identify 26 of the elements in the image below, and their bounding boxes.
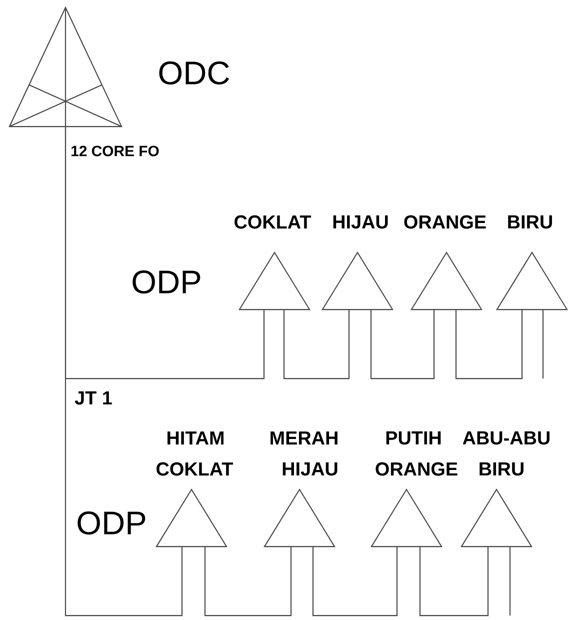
row-label: ODP (78, 511, 146, 535)
connector-line (204, 546, 292, 616)
connector-line (455, 310, 523, 380)
connector-line (283, 310, 350, 380)
node-label: ODC (159, 61, 230, 85)
node-label: BIRU (508, 215, 552, 229)
joint-label: JT 1 (74, 391, 112, 405)
node-label: HIJAU (333, 215, 388, 229)
node-label: ORANGE (376, 462, 458, 476)
row-label: ODP (132, 270, 200, 294)
node-label: COKLAT (156, 462, 234, 476)
node-label: HIJAU (282, 462, 338, 476)
node-label: ORANGE (404, 215, 486, 229)
node-label: MERAH (270, 432, 338, 445)
node-label: HITAM (168, 432, 224, 445)
cable-label: 12 CORE FO (72, 146, 159, 156)
node-label: BIRU (480, 462, 524, 476)
node-label: COKLAT (234, 215, 312, 229)
connector-line (64, 126, 183, 616)
connector-line (370, 310, 435, 380)
connector-line (542, 310, 544, 379)
node-label: PUTIH (386, 431, 441, 445)
connector-line (509, 546, 511, 616)
connector-line (419, 546, 489, 616)
node-label: ABU-ABU (462, 431, 550, 445)
connector-line (312, 546, 398, 616)
